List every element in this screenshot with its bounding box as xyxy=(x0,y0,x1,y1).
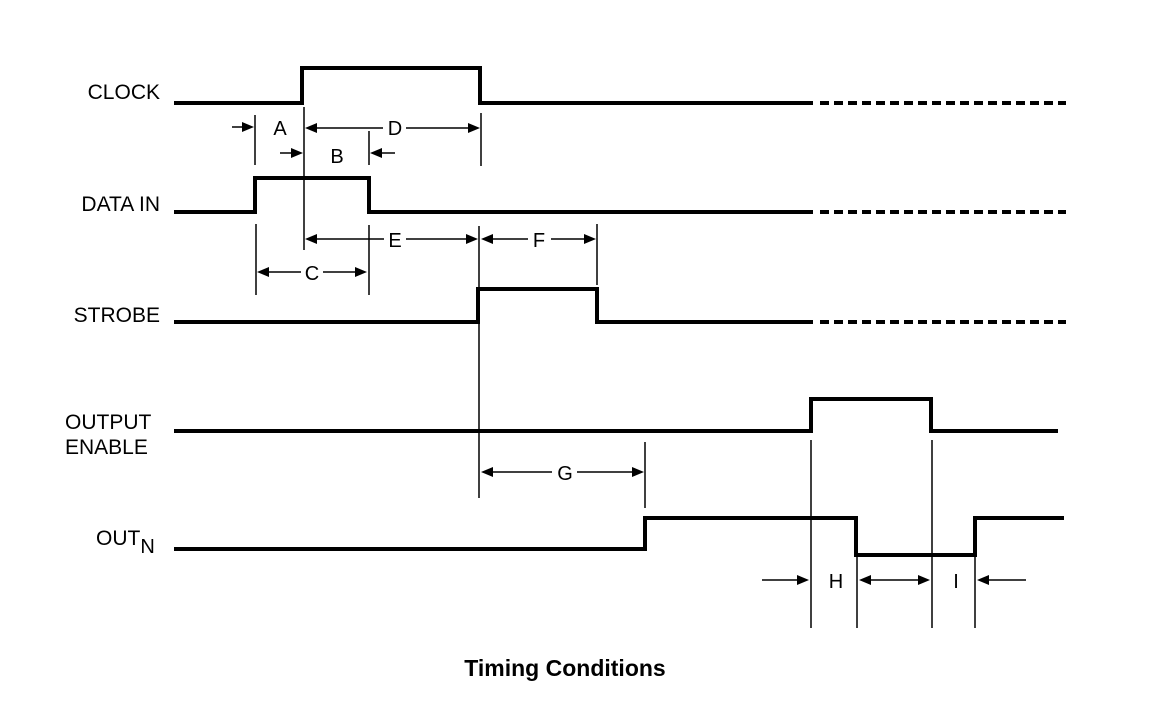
dim-c-arrowhead-right xyxy=(355,267,367,277)
signal-label-out-n: OUTN xyxy=(96,527,155,558)
waveform-out-n xyxy=(174,516,1064,557)
dim-g-arrowhead-right xyxy=(632,467,644,477)
dim-f-arrowhead-left xyxy=(481,234,493,244)
signal-label-clock: CLOCK xyxy=(88,81,160,104)
signal-label-output-enable-line2: ENABLE xyxy=(65,436,148,459)
dim-label-b: B xyxy=(330,146,343,168)
waveform-data-in xyxy=(174,176,813,214)
signal-label-strobe: STROBE xyxy=(74,304,160,327)
dim-label-c: C xyxy=(305,263,319,285)
dim-e-arrowhead-right xyxy=(466,234,478,244)
dim-c-arrowhead-left xyxy=(257,267,269,277)
dim-span-arrowhead-left xyxy=(859,575,871,585)
dim-a-arrowhead xyxy=(242,122,254,132)
dim-label-e: E xyxy=(388,230,401,252)
dim-b-arrowhead-right xyxy=(370,148,382,158)
dim-label-i: I xyxy=(953,571,959,593)
dim-f-arrowhead-right xyxy=(584,234,596,244)
signal-label-out-n-subscript: N xyxy=(140,536,154,558)
dim-g-arrowhead-left xyxy=(481,467,493,477)
waveform-clock xyxy=(174,66,813,105)
dim-label-g: G xyxy=(557,463,573,485)
dim-b-arrowhead-left xyxy=(291,148,303,158)
waveform-output-enable xyxy=(174,397,1058,433)
dim-label-d: D xyxy=(388,118,402,140)
dim-d-arrowhead-left xyxy=(305,123,317,133)
signal-label-out-n-main: OUT xyxy=(96,527,141,550)
dim-label-f: F xyxy=(533,230,545,252)
dim-h-arrowhead xyxy=(797,575,809,585)
dim-label-a: A xyxy=(273,118,287,140)
signal-label-output-enable-line1: OUTPUT xyxy=(65,411,152,434)
dim-e-arrowhead-left xyxy=(305,234,317,244)
dim-d-arrowhead-right xyxy=(468,123,480,133)
dim-label-h: H xyxy=(829,571,843,593)
dim-span-arrowhead-right xyxy=(918,575,930,585)
waveform-strobe xyxy=(174,287,813,324)
signal-label-data-in: DATA IN xyxy=(81,193,160,216)
diagram-caption: Timing Conditions xyxy=(464,655,665,681)
dim-i-arrowhead xyxy=(977,575,989,585)
